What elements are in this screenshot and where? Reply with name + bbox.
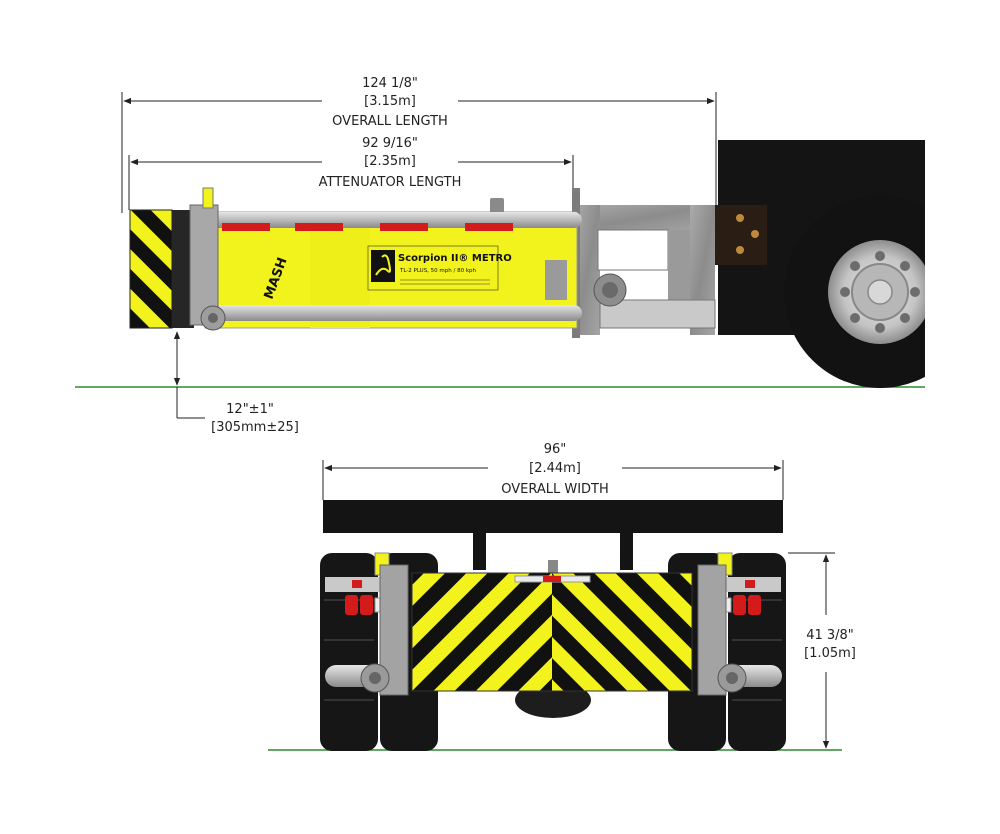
reflector-strip [465, 223, 513, 231]
left-light-assembly [325, 552, 409, 696]
truck [712, 140, 1000, 390]
overall-length-label: OVERALL LENGTH [332, 114, 448, 129]
attenuator-length-metric-value: 2.35m [369, 154, 411, 169]
right-light-assembly [697, 552, 782, 696]
reflector-strip [222, 223, 270, 231]
overall-width-metric-value: 2.44m [534, 461, 576, 476]
reflector-strip [380, 223, 428, 231]
ground-clearance-imperial: 12"±1" [226, 402, 274, 417]
attenuator-length-imperial: 92 9/16" [362, 136, 418, 151]
ground-clearance-metric: [305mm±25] [211, 420, 299, 435]
rear-chevron-panel [411, 572, 693, 692]
overall-length-metric-value: 3.15m [369, 94, 411, 109]
height-metric-value: 1.05m [809, 646, 851, 661]
brand-subtitle: TL-2 PLUS, 50 mph / 80 kph [399, 268, 477, 274]
ground-clearance-dimension [173, 331, 205, 419]
galvanized-frame [572, 188, 716, 338]
attenuator-tubes [200, 212, 582, 321]
height-metric: [1.05m] [804, 646, 856, 661]
rear-view [268, 460, 842, 751]
ground-clearance-metric-value: 305mm±25 [216, 420, 294, 435]
overall-width-label: OVERALL WIDTH [501, 482, 609, 497]
left-tail-light [345, 595, 358, 615]
attenuator-length-label: ATTENUATOR LENGTH [318, 175, 462, 190]
scorpion-icon [371, 250, 395, 282]
side-view: MASH Scorpion II® METRO TL-2 PLUS, 50 mp… [75, 92, 1000, 419]
right-tail-light [733, 595, 746, 615]
attenuator-length-metric: [2.35m] [364, 154, 416, 169]
attenuator-length-dimension [128, 155, 574, 210]
height-imperial: 41 3/8" [806, 628, 854, 643]
overall-width-imperial: 96" [543, 442, 567, 457]
brand-name: Scorpion II® METRO [398, 253, 512, 264]
overall-length-dimension [121, 92, 717, 213]
height-dimension [788, 552, 835, 749]
overall-width-metric: [2.44m] [529, 461, 581, 476]
overall-width-dimension [322, 460, 784, 500]
overall-length-imperial: 124 1/8" [362, 76, 418, 91]
overall-length-metric: [3.15m] [364, 94, 416, 109]
rear-impact-plate [129, 187, 226, 331]
reflector-strip [295, 223, 343, 231]
truck-bumper [323, 500, 783, 533]
